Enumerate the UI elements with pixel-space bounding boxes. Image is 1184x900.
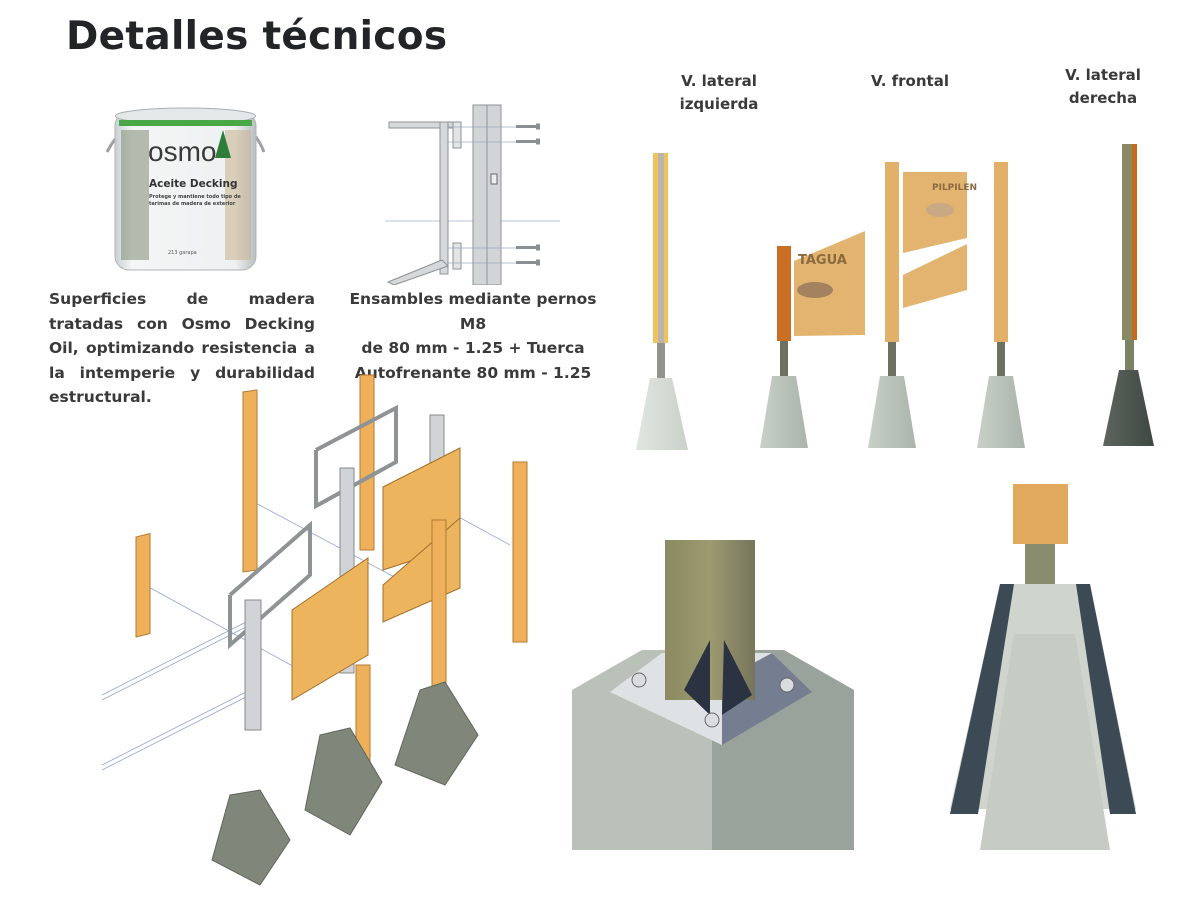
view-left-line-1: V. lateral [681, 72, 757, 90]
product-tagline-2: tarimas de madera de exterior [149, 201, 236, 207]
tree-logo-icon [215, 130, 231, 158]
elevation-views-drawing: TAGUA PILPILEN [620, 130, 1180, 460]
product-tagline-1: Protege y mantiene todo tipo de [149, 194, 241, 200]
view-label-front: V. frontal [871, 72, 949, 90]
page-title: Detalles técnicos [66, 14, 448, 59]
base-plate-detail-front [572, 540, 857, 850]
view-label-right: V. lateral derecha [1048, 64, 1158, 110]
assembly-line-1: Ensambles mediante pernos M8 [349, 290, 597, 333]
bolt-assembly-drawing [385, 100, 565, 285]
base-plate-detail-side [950, 484, 1140, 854]
assembly-description: Ensambles mediante pernos M8 de 80 mm - … [338, 287, 608, 385]
view-left-line-2: izquierda [679, 95, 759, 113]
sign-label-tagua: TAGUA [798, 253, 847, 268]
finish-description: Superficies de madera tratadas con Osmo … [49, 290, 315, 406]
osmo-can-image: osmo Aceite Decking Protege y mantiene t… [103, 102, 268, 277]
product-size: 213 garapa [168, 250, 197, 256]
view-right-line-2: derecha [1068, 89, 1138, 107]
osmo-brand-logo: osmo [148, 136, 217, 167]
assembly-line-2: de 80 mm - 1.25 + Tuerca [361, 339, 585, 357]
exploded-assembly-drawing [100, 370, 540, 890]
product-name: Aceite Decking [149, 178, 238, 190]
assembly-line-3: Autofrenante 80 mm - 1.25 [354, 363, 592, 382]
view-right-line-1: V. lateral [1065, 66, 1141, 84]
sign-label-pilpilen: PILPILEN [932, 183, 977, 193]
view-label-left: V. lateral izquierda [664, 70, 774, 116]
